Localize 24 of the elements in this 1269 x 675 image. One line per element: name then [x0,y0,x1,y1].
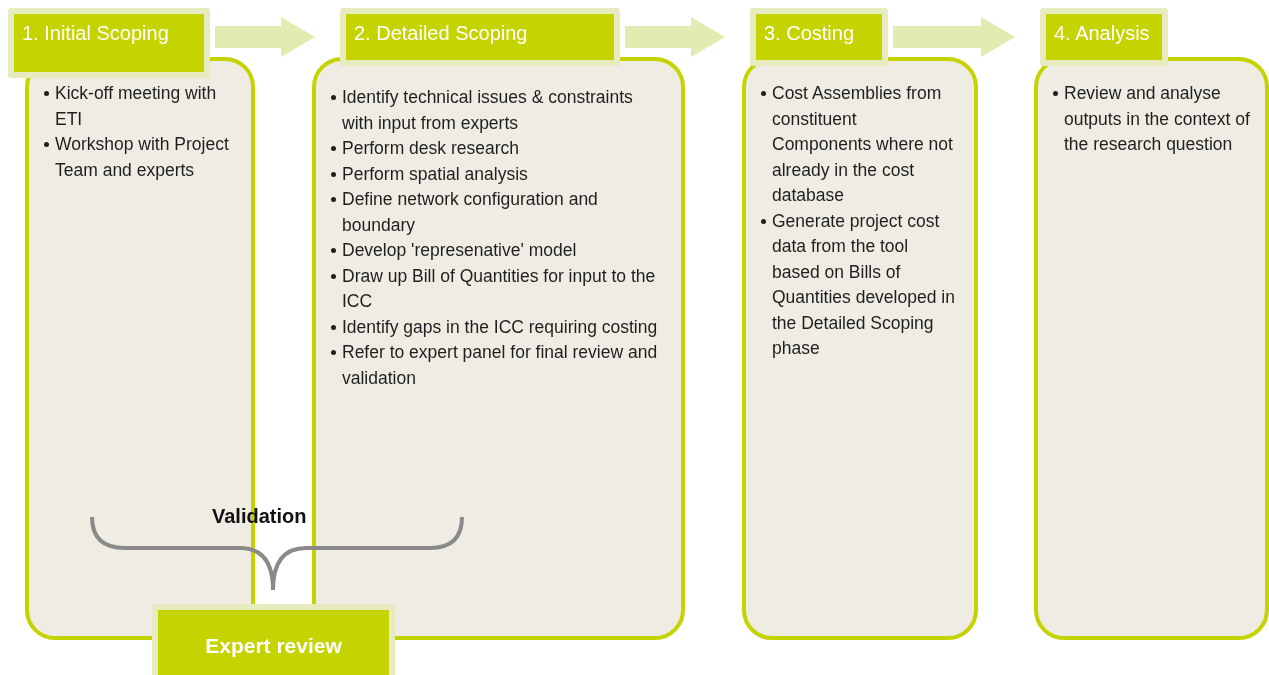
block-arrow [625,17,725,57]
phase-tab: 3. Costing [750,8,888,66]
bullet-text: Draw up Bill of Quantities for input to the ICC [342,264,657,313]
bullet-text: Cost Assemblies from constituent Components where not already in the cost database [772,82,954,207]
bullet-text: Perform desk research [342,137,520,160]
bullet-text: Perform spatial analysis [342,162,529,186]
bullet-text: Workshop with Project Team and experts [55,133,230,182]
review-box: Expert review [152,604,395,675]
bullet-text: Identify gaps in the ICC requiring costing [342,315,659,339]
bullet-text: Review and analyse outputs in the context of the research question [1064,82,1251,156]
phase-tab: 2. Detailed Scoping [340,8,620,66]
phase-panel [742,57,978,640]
phase-tab: 1. Initial Scoping [8,8,210,78]
phase-panel [312,57,685,640]
bullet-text: Kick-off meeting with ETI [55,82,218,131]
block-arrow [215,17,315,57]
bullet-text: Define network configuration and boundary [342,188,599,237]
block-arrow [893,17,1015,57]
phase-panel [1034,57,1269,640]
bullet-text: Refer to expert panel for final review and validation [342,341,659,390]
bullet-text: Develop 'represenative' model [342,239,578,262]
bullet-text: Generate project cost data from the tool based on Bills of Quantities developed in the Detailed Scoping phase [772,209,956,360]
bullet-text: Identify technical issues & constraints with input from experts [342,86,634,135]
phase-tab: 4. Analysis [1040,8,1168,66]
